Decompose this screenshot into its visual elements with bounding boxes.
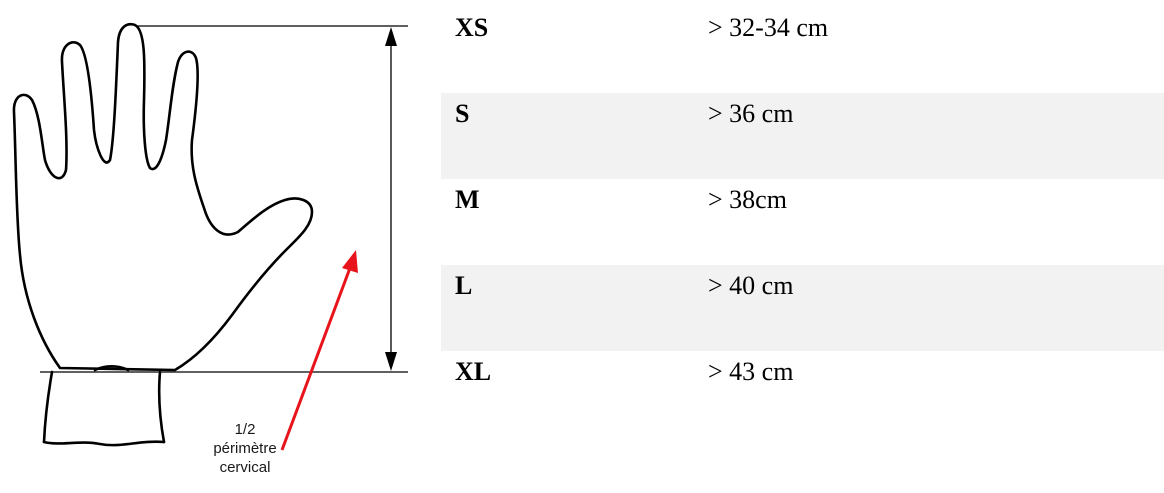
caption-line-1: 1/2 — [234, 421, 256, 438]
double-arrow-icon — [385, 27, 397, 371]
size-value: > 32-34 cm — [708, 13, 829, 42]
size-value: > 36 cm — [708, 99, 794, 128]
size-value: > 43 cm — [708, 357, 794, 386]
size-label: XS — [455, 13, 489, 42]
caption-line-3: cervical — [219, 459, 271, 476]
size-row-xl: XL > 43 cm — [441, 351, 1164, 437]
size-label: S — [455, 99, 470, 128]
measurement-guide-lines — [40, 25, 408, 373]
caption-line-2: périmètre — [213, 440, 277, 457]
hand-measurement-illustration — [0, 0, 430, 488]
size-label: M — [455, 185, 480, 214]
size-row-l: L > 40 cm — [441, 265, 1164, 351]
measurement-caption: 1/2 périmètre cervical — [190, 420, 300, 477]
size-value: > 40 cm — [708, 271, 794, 300]
size-row-s: S > 36 cm — [441, 93, 1164, 179]
size-value: > 38cm — [708, 185, 787, 214]
hand-outline-icon — [12, 22, 314, 447]
size-label: XL — [455, 357, 492, 386]
size-label: L — [455, 271, 473, 300]
size-row-xs: XS > 32-34 cm — [441, 7, 1164, 93]
red-arrow-icon — [280, 250, 358, 451]
size-row-m: M > 38cm — [441, 179, 1164, 265]
